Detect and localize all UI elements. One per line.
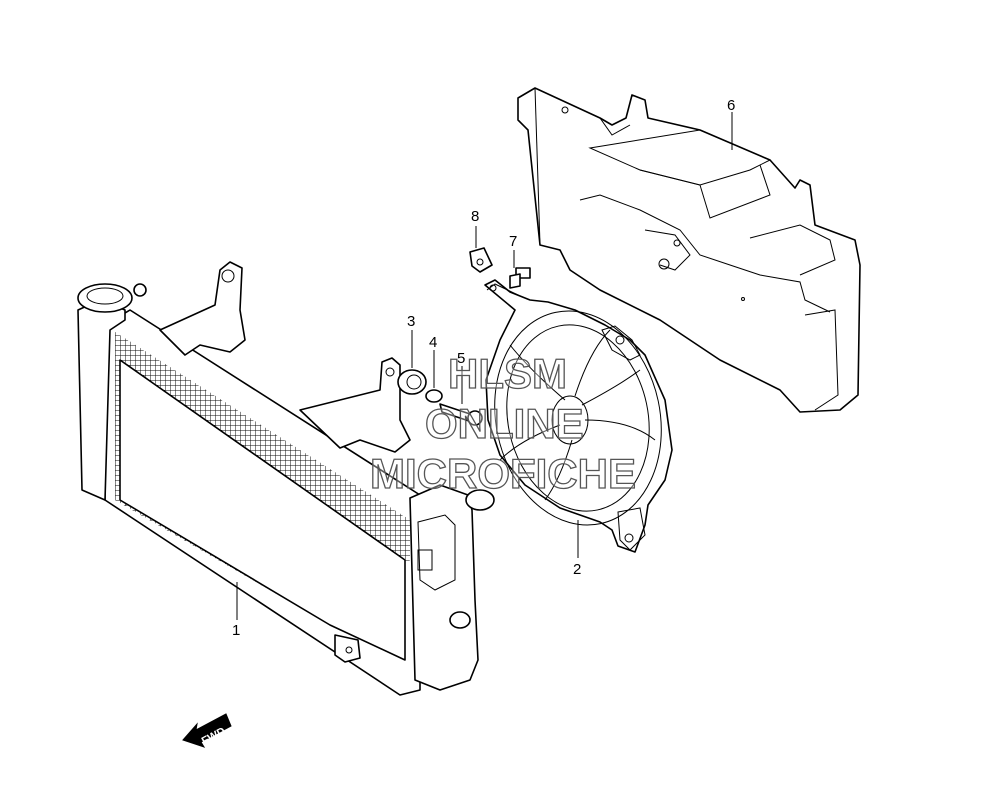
callout-8: 8	[471, 208, 479, 225]
watermark-line3: MICROFICHE	[370, 450, 636, 497]
callout-6: 6	[727, 97, 735, 114]
cushion-part	[397, 369, 427, 395]
leader-lines	[236, 112, 733, 620]
watermark-line1: HLSM	[448, 350, 567, 397]
fan-assembly	[484, 279, 673, 553]
nut-part	[469, 247, 493, 273]
radiator-shroud	[517, 87, 861, 413]
watermark: HLSM ONLINE MICROFICHE	[369, 349, 636, 497]
fwd-direction-arrow: FWD	[182, 713, 232, 748]
callout-1: 1	[232, 622, 240, 639]
watermark-line2: ONLINE	[425, 400, 584, 447]
callout-3: 3	[407, 313, 415, 330]
callout-2: 2	[573, 561, 581, 578]
callout-5: 5	[457, 350, 465, 367]
collar-part	[425, 389, 443, 403]
callout-4: 4	[429, 334, 437, 351]
screw-part	[509, 267, 531, 289]
callout-7: 7	[509, 233, 517, 250]
bolt-part	[439, 403, 483, 426]
radiator	[77, 261, 495, 696]
